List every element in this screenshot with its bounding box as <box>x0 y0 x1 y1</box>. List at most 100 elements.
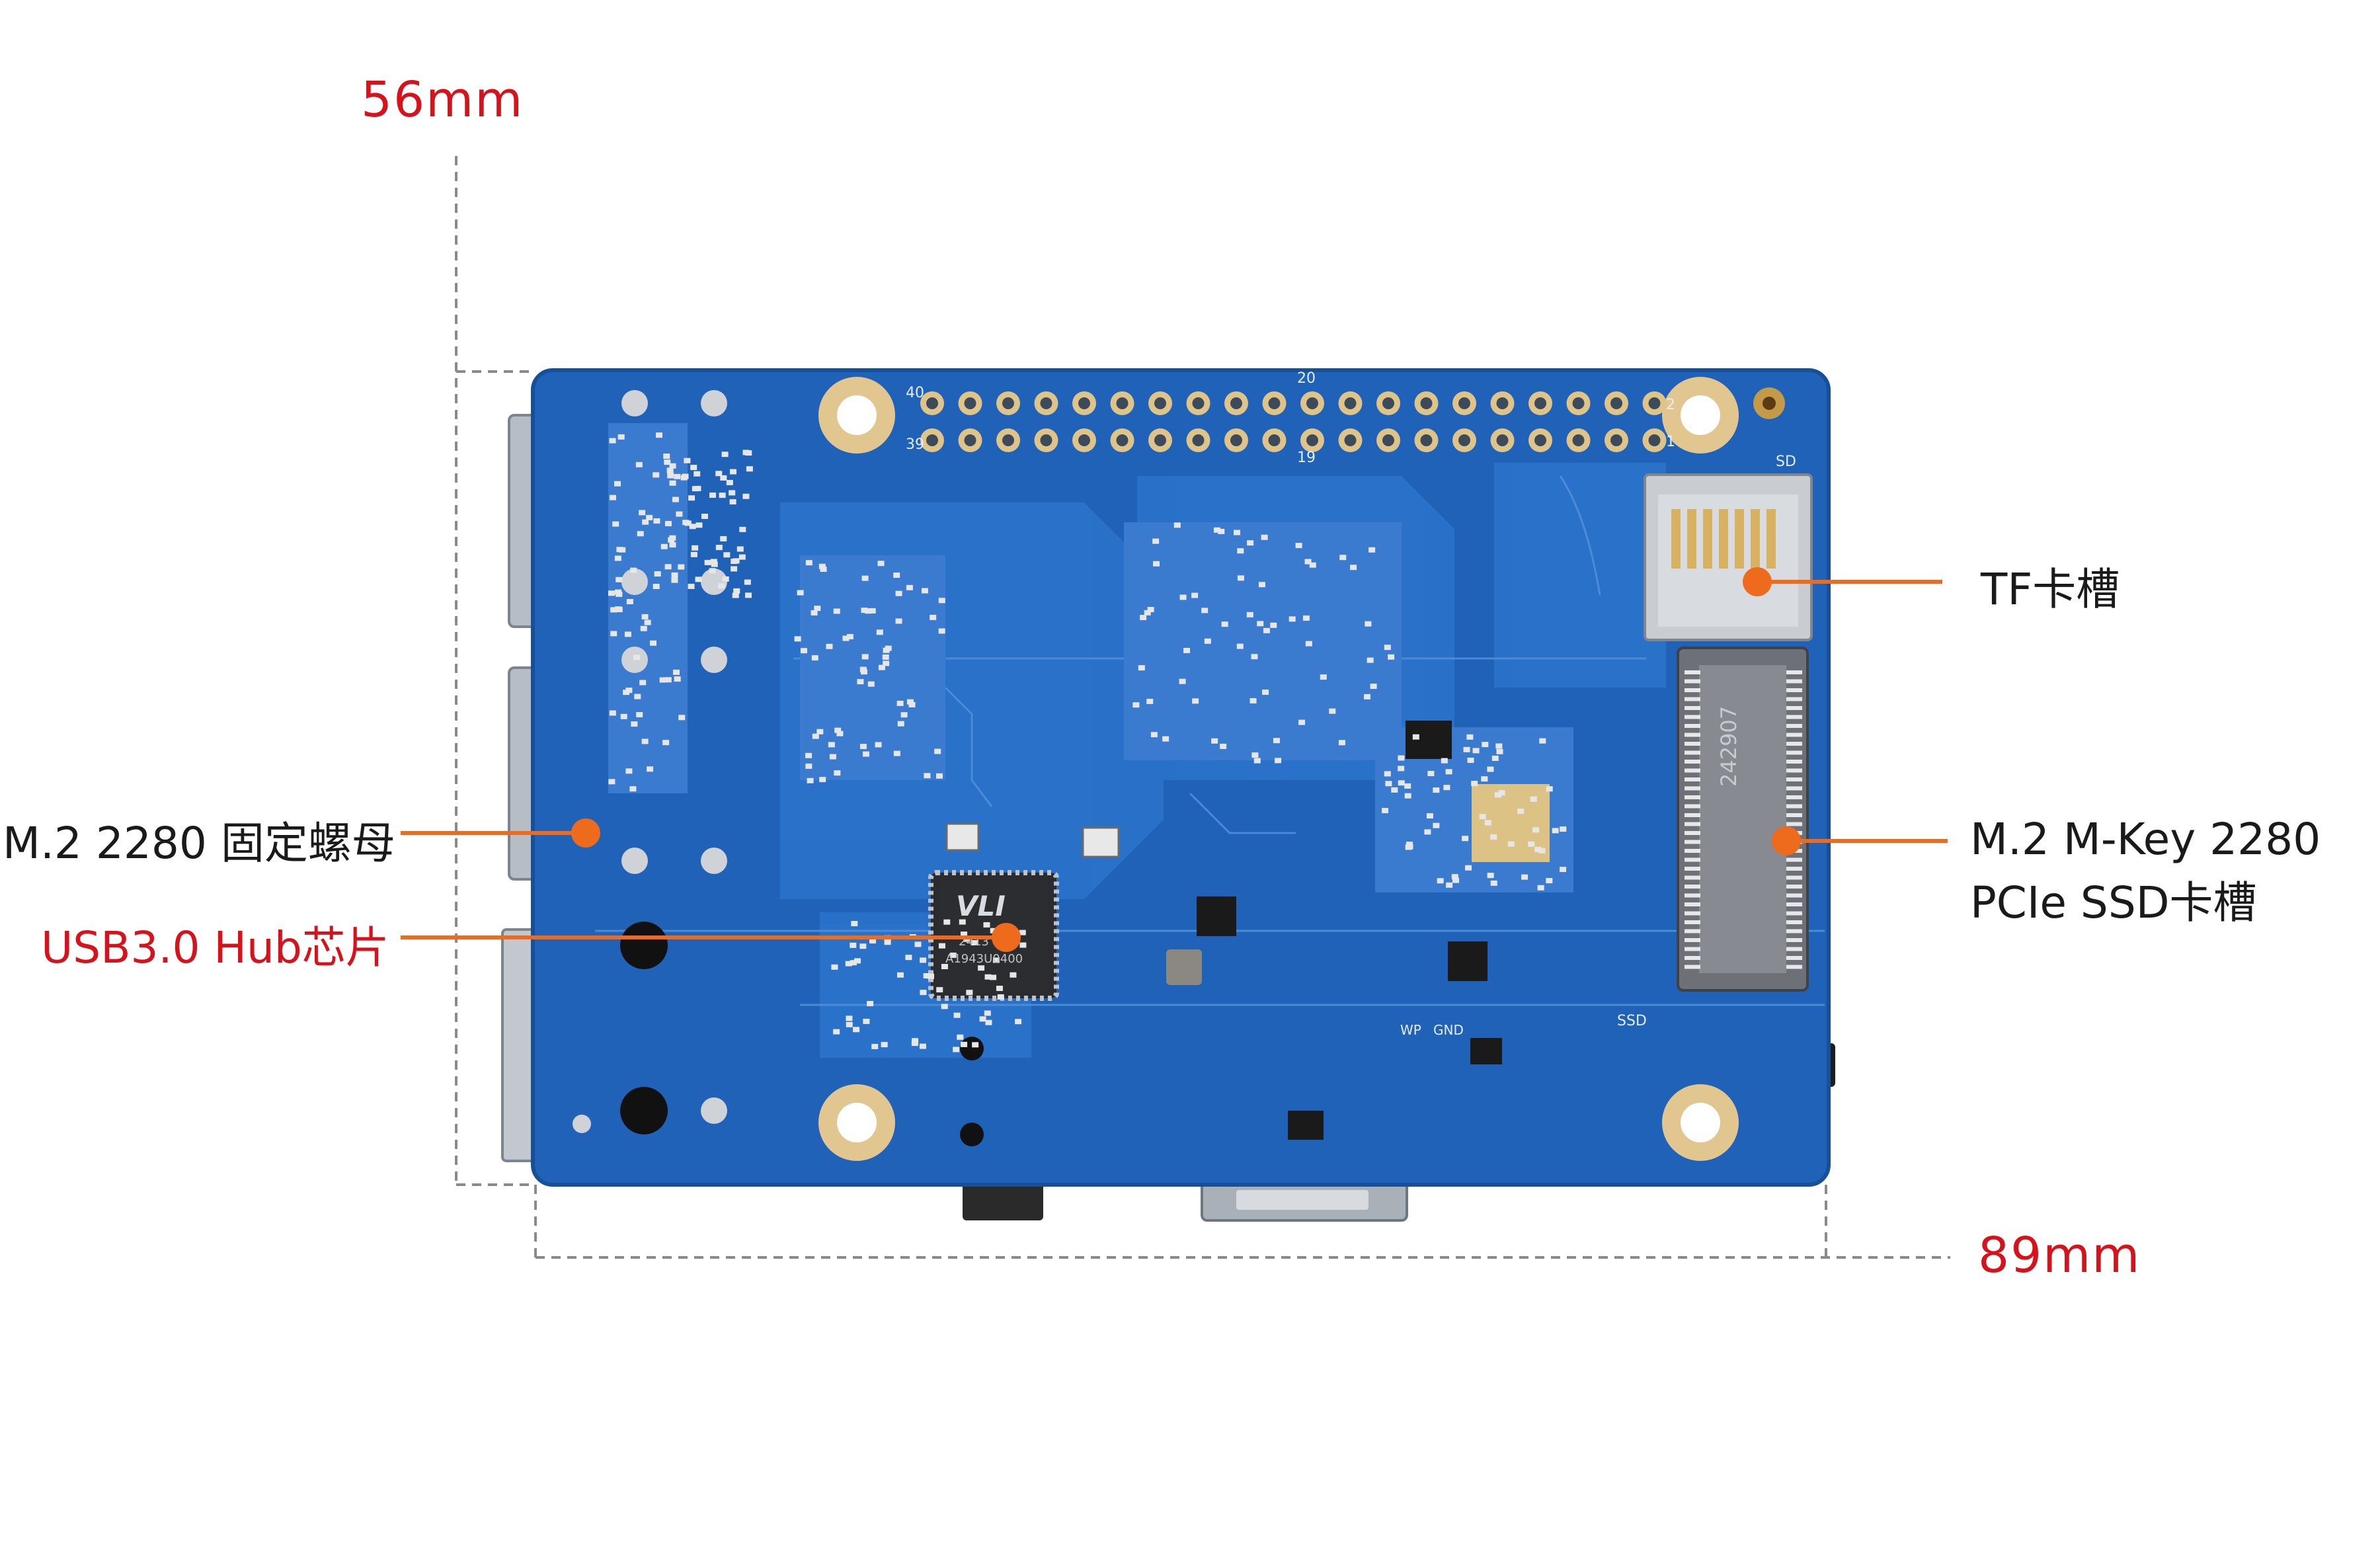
smd-dot <box>828 742 835 748</box>
smd-dot <box>701 513 708 519</box>
gpio-pin-hole <box>1078 434 1090 446</box>
smd-dot <box>992 957 1000 963</box>
m2-nut-leader-line <box>401 831 575 835</box>
silk-pin-40: 40 <box>906 385 924 401</box>
m2-pin <box>1786 706 1802 710</box>
m2-pin <box>1786 857 1802 862</box>
smd-dot <box>935 773 943 779</box>
smd-dot <box>819 777 826 783</box>
m2-pin <box>1685 679 1700 684</box>
smd-dot <box>1246 612 1253 617</box>
smd-dot <box>634 694 641 699</box>
silk-pin-1: 1 <box>1666 434 1675 450</box>
smd-dot <box>905 955 912 961</box>
smd-dot <box>1382 808 1389 814</box>
smd-dot <box>609 495 616 500</box>
smd-dot <box>1320 674 1327 680</box>
smd-dot <box>984 1010 991 1016</box>
smd-dot <box>746 466 753 472</box>
gpio-pin-hole <box>1268 397 1281 409</box>
smd-dot <box>846 1015 853 1021</box>
smd-dot <box>710 559 717 565</box>
smd-dot <box>721 452 729 457</box>
smd-dot <box>1521 874 1528 880</box>
width-dimension-label: 89mm <box>1978 1227 2141 1284</box>
smd-dot <box>881 1042 888 1048</box>
smd-dot <box>811 610 818 615</box>
smd-dot <box>1463 746 1470 752</box>
smd-dot <box>957 1034 964 1040</box>
m2-pin <box>1786 911 1802 916</box>
smd-dot <box>906 699 914 705</box>
gpio-pin-hole <box>1306 434 1318 446</box>
m2-pin <box>1786 947 1802 951</box>
smd-dot <box>1237 548 1244 554</box>
m2-pin <box>1685 849 1700 853</box>
smd-dot <box>624 631 631 637</box>
smd-dot <box>732 592 739 598</box>
m2-pin <box>1685 688 1700 692</box>
smd-dot <box>869 608 876 614</box>
gpio-pin-hole <box>964 397 976 409</box>
smd-dot <box>614 481 621 487</box>
smd-dot <box>672 669 680 675</box>
smd-dot <box>920 957 927 963</box>
smd-dot <box>867 681 875 687</box>
m2-pin <box>1786 768 1802 773</box>
tf-card-slot <box>1644 473 1813 641</box>
silk-pin-20: 20 <box>1297 370 1316 387</box>
smd-dot <box>1147 607 1154 613</box>
m2-ssd-label: M.2 M-Key 2280 PCIe SSD卡槽 <box>1970 808 2320 935</box>
gpio-pin-hole <box>1306 397 1318 409</box>
smd-dot <box>669 542 676 548</box>
m2-pin <box>1786 893 1802 898</box>
smd-dot <box>814 606 821 612</box>
smd-dot <box>1466 734 1474 740</box>
smd-dot <box>695 522 703 528</box>
smd-dot <box>674 473 681 479</box>
smd-dot <box>1479 814 1486 820</box>
smd-dot <box>729 490 736 496</box>
smd-dot <box>1270 622 1277 628</box>
smd-dot <box>1412 734 1419 740</box>
usb-hub-leader-line <box>401 935 1000 939</box>
silk-wp: WP <box>1400 1022 1421 1038</box>
smd-dot <box>654 571 661 577</box>
smd-dot <box>667 473 674 479</box>
smd-dot <box>641 738 649 744</box>
m2-pin <box>1786 875 1802 880</box>
gpio-pin-hole <box>1230 434 1242 446</box>
smd-dot <box>733 588 740 594</box>
smd-dot <box>1247 540 1254 546</box>
smd-dot <box>1495 743 1503 749</box>
smd-dot <box>609 438 616 444</box>
smd-dot <box>1204 638 1211 644</box>
smd-dot <box>660 543 668 549</box>
m2-pin <box>1786 956 1802 960</box>
m2-pin <box>1786 867 1802 871</box>
smd-dot <box>936 987 943 993</box>
smd-dot <box>692 486 699 492</box>
smd-dot <box>1490 834 1497 840</box>
smd-dot <box>859 943 867 949</box>
hub-chip-code2: A1943U0400 <box>945 952 1023 966</box>
smd-dot <box>1538 848 1546 853</box>
m2-pin <box>1685 715 1700 719</box>
smd-dot <box>1481 776 1488 782</box>
smd-dot <box>738 554 746 560</box>
m2-pin <box>1685 867 1700 871</box>
smd-dot <box>616 547 623 553</box>
smd-dot <box>1305 641 1312 647</box>
m2-pin <box>1786 760 1802 764</box>
gpio-pin-hole <box>964 434 976 446</box>
smd-dot <box>985 1019 992 1025</box>
gpio-pin-hole <box>1382 397 1394 409</box>
gpio-pin-hole <box>1116 397 1129 409</box>
gpio-pin-hole <box>1572 434 1585 446</box>
smd-dot <box>1211 738 1218 744</box>
smd-dot <box>1464 865 1472 871</box>
smd-dot <box>635 461 643 467</box>
smd-dot <box>875 742 882 748</box>
smd-dot <box>882 654 889 660</box>
